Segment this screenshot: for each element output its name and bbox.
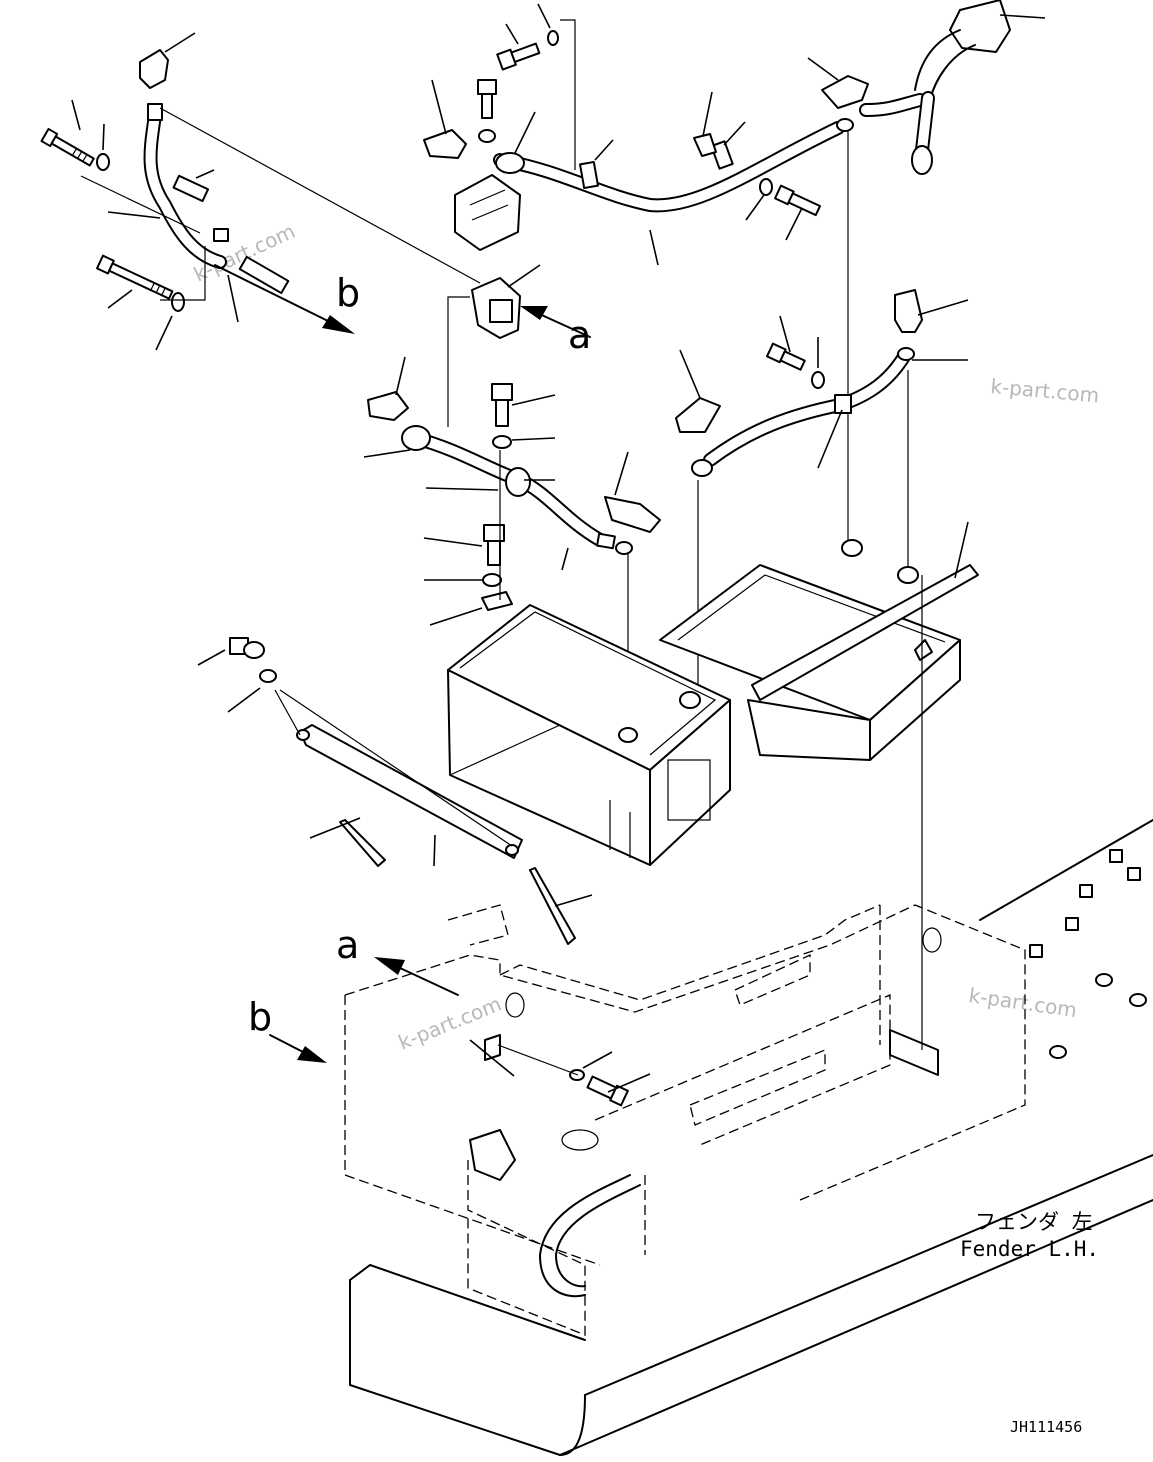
batteries [447,521,979,866]
fender-note-japanese: フェンダ 左 [975,1210,1093,1234]
top-center-cable-assembly [423,3,869,540]
view-label-a-top: a [568,313,591,357]
middle-left-cable-assembly [363,356,661,735]
top-right-harness [859,0,1046,175]
top-left-cable-assembly: b [40,32,481,351]
view-label-b-top: b [336,271,360,315]
fender-frame: a b [248,575,1153,1456]
watermarks: k-part.com k-part.com k-part.com k-part.… [190,219,1100,1055]
fender-note-english: Fender L.H. [960,1237,1099,1261]
view-label-a-bottom: a [336,923,359,967]
watermark-right: k-part.com [990,374,1101,407]
watermark-bottom-right: k-part.com [967,983,1078,1022]
drawing-number: JH111456 [1010,1418,1082,1436]
hold-down-parts [197,637,593,945]
middle-right-cable-assembly [675,289,969,690]
battery-relay: a [447,264,591,427]
view-label-b-bottom: b [248,995,272,1039]
